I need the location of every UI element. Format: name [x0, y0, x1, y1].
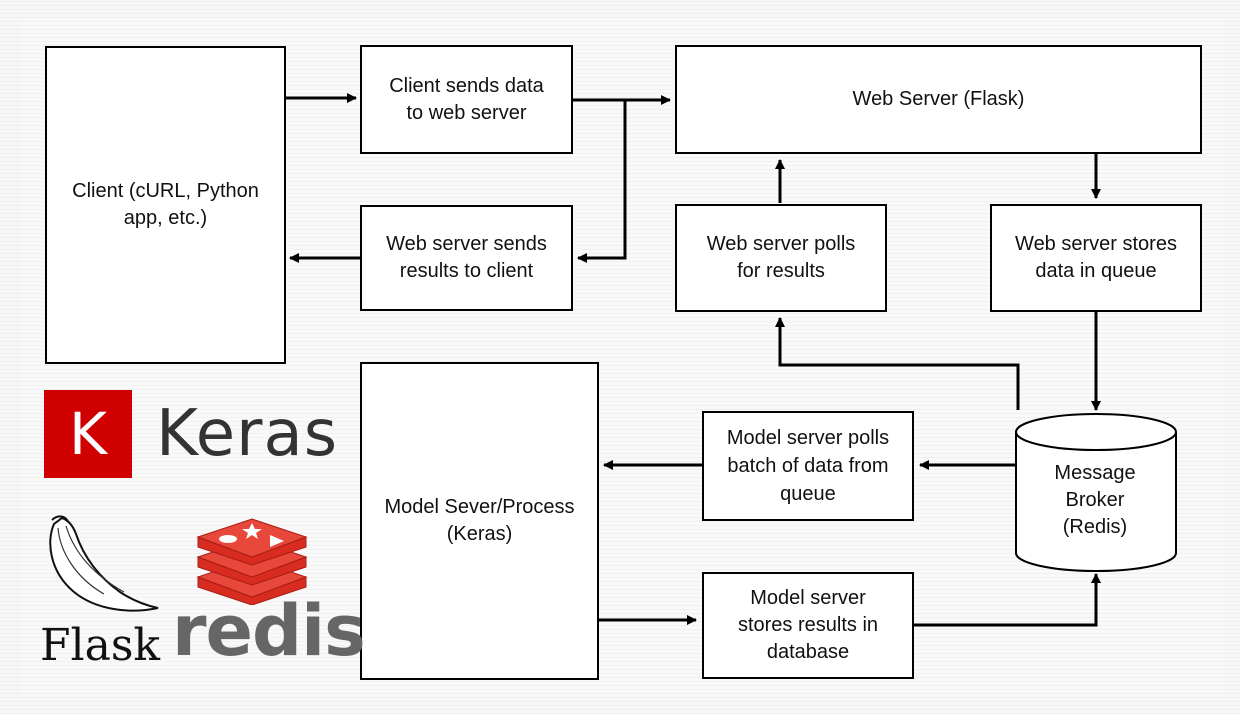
message-broker-label: Message Broker (Redis): [1054, 462, 1136, 538]
redis-wordmark: redis: [172, 590, 366, 672]
keras-badge-icon: K: [44, 390, 132, 478]
arrow-broker-to-polls: [775, 317, 1020, 410]
web-server-stores-box: Web server stores data in queue: [990, 204, 1202, 312]
keras-letter: K: [68, 400, 108, 468]
redis-cube-icon: [196, 518, 308, 605]
flask-horn-icon: [49, 515, 159, 612]
keras-logo: K Keras: [44, 390, 338, 478]
client-sends-data-box: Client sends data to web server: [360, 45, 573, 154]
keras-wordmark: Keras: [156, 397, 339, 471]
flask-wordmark: Flask: [40, 620, 161, 671]
client-box: Client (cURL, Python app, etc.): [45, 46, 286, 364]
web-server-sends-results-box: Web server sends results to client: [360, 205, 573, 311]
web-server-polls-box: Web server polls for results: [675, 204, 887, 312]
model-server-polls-box: Model server polls batch of data from qu…: [702, 411, 914, 521]
web-server-box: Web Server (Flask): [675, 45, 1202, 154]
model-server-box: Model Sever/Process (Keras): [360, 362, 599, 680]
database-cylinder-icon: [1015, 413, 1177, 572]
arrow-webserver-to-resultsbox: [577, 100, 627, 263]
model-server-stores-box: Model server stores results in database: [702, 572, 914, 679]
arrow-stores-to-broker-db: [912, 573, 1101, 627]
